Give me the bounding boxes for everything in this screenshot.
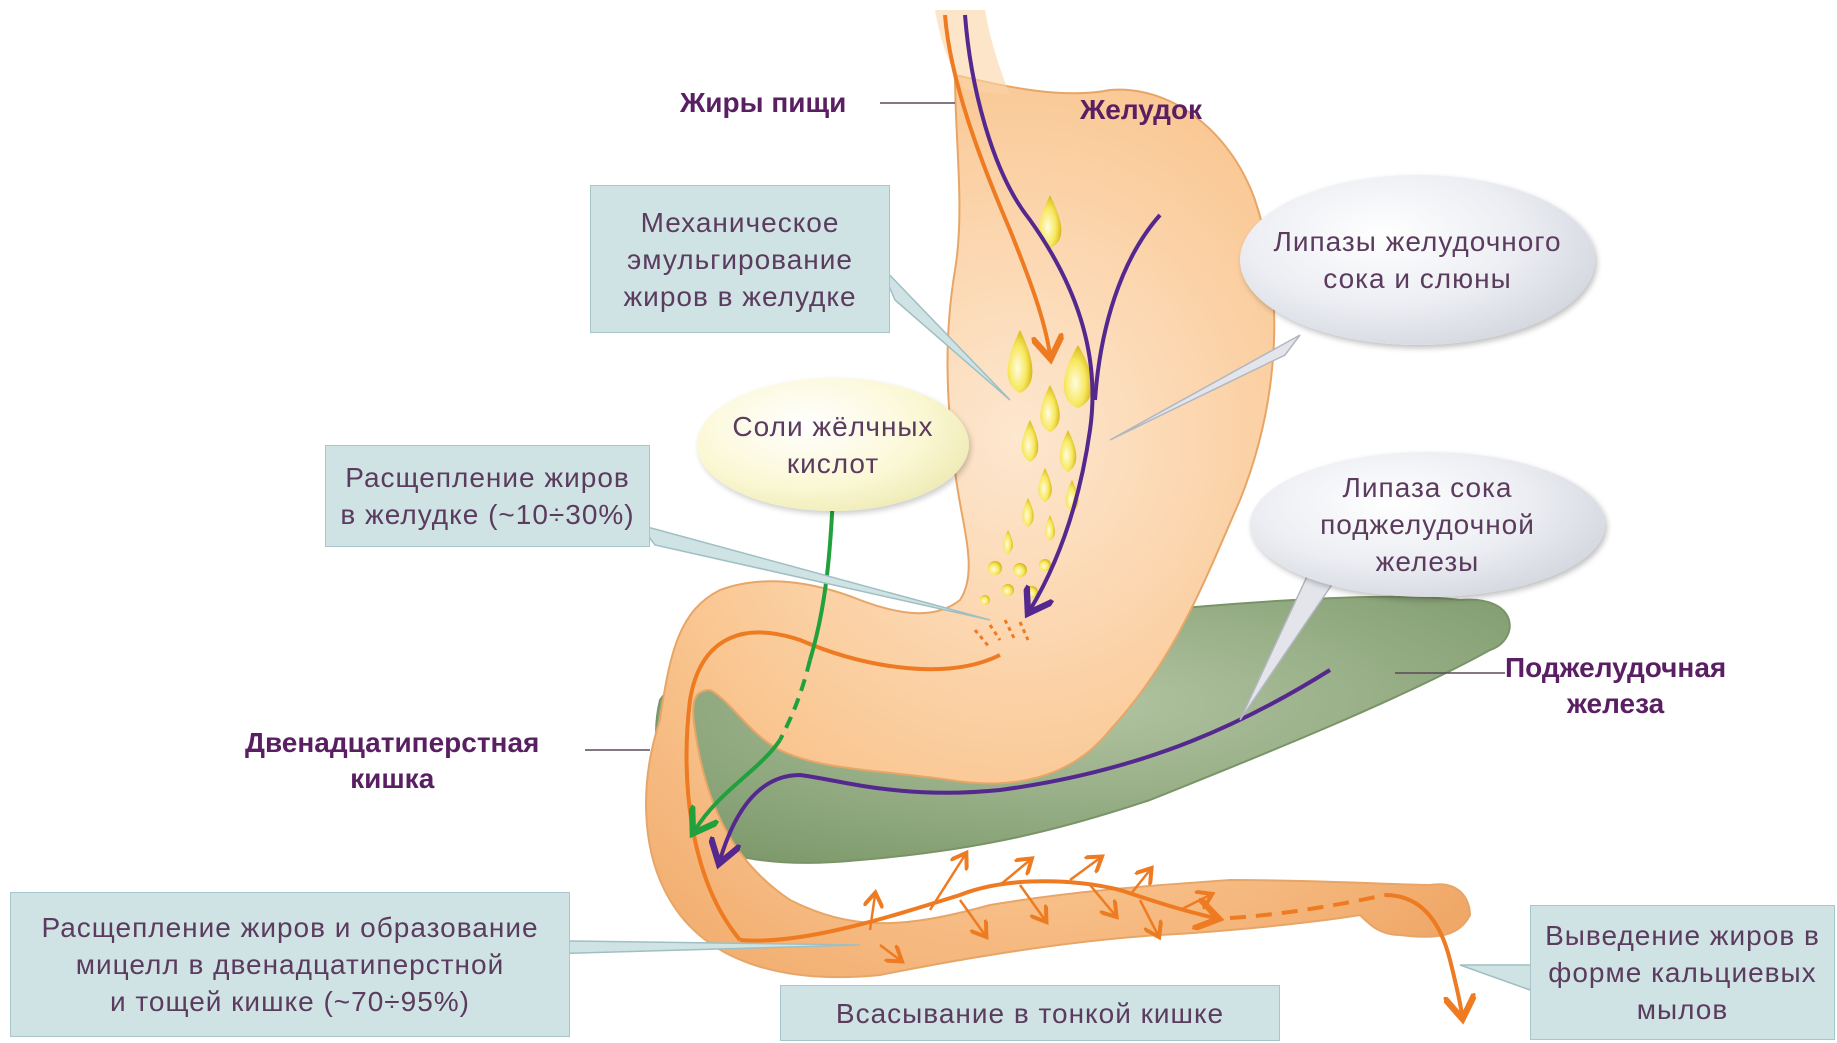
stomach-label: Желудок [1080, 92, 1202, 128]
pancreatic-lipase-bubble: Липаза сока поджелудочной железы [1250, 452, 1605, 597]
absorption-box: Всасывание в тонкой кишке [780, 985, 1280, 1041]
gastric-lipases-bubble: Липазы желудочного сока и слюны [1240, 175, 1595, 345]
intestine-breakdown-box: Расщепление жиров и образование мицелл в… [10, 892, 570, 1037]
bile-salts-bubble: Соли жёлчных кислот [697, 378, 969, 511]
stomach-breakdown-box: Расщепление жиров в желудке (~10÷30%) [325, 445, 650, 547]
duodenum-label: Двенадцатиперстная кишка [245, 725, 539, 797]
mechanical-emulsification-box: Механическое эмульгирование жиров в желу… [590, 185, 890, 333]
pancreas-label: Поджелудочная железа [1505, 650, 1726, 722]
dietary-fats-label: Жиры пищи [680, 85, 846, 121]
excretion-box: Выведение жиров в форме кальциевых мылов [1530, 905, 1835, 1040]
